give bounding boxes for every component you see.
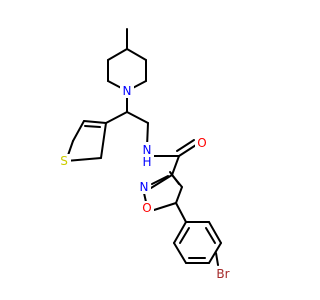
ch-thiophene-bond xyxy=(105,111,128,124)
atom-o-isoxazole: O xyxy=(140,201,154,215)
phenyl-bond xyxy=(179,227,190,244)
piperidine-bond xyxy=(107,48,128,61)
svg-text:N: N xyxy=(143,143,152,157)
carbonyl-bond xyxy=(176,139,195,152)
svg-text:O: O xyxy=(197,136,206,150)
isoxazole-bond xyxy=(153,202,177,211)
isoxazole-bond xyxy=(169,171,180,185)
c-isoxazole-bond xyxy=(171,155,180,176)
isoxazole-bond xyxy=(151,175,169,185)
carbonyl-bond xyxy=(178,144,197,157)
isoxazole-bond xyxy=(150,174,173,189)
atom-n-isoxazole: N xyxy=(137,180,151,194)
phenyl-bond xyxy=(208,221,222,244)
isoxazole-bond xyxy=(175,186,183,204)
piperidine-bond xyxy=(126,48,147,61)
thiophene-bond xyxy=(100,122,107,159)
c-br-bond xyxy=(215,252,219,266)
svg-text:N: N xyxy=(140,180,149,194)
svg-text:H: H xyxy=(142,155,151,169)
molecule-structure: N S N H O N O Br xyxy=(57,28,234,281)
atom-o-carbonyl: O xyxy=(195,136,209,150)
atom-nh-amide: N H xyxy=(140,142,154,170)
thiophene-bond xyxy=(83,120,107,124)
ch-ch2-bond xyxy=(126,111,149,124)
isoxazole-bond xyxy=(143,192,147,203)
svg-text:Br: Br xyxy=(216,267,229,281)
phenyl-bond xyxy=(205,227,216,244)
bond-layer xyxy=(65,28,222,266)
phenyl-bond xyxy=(173,242,187,264)
atom-bromine: Br xyxy=(212,267,234,281)
thiophene-bond xyxy=(84,125,101,128)
atom-layer: N S N H O N O Br xyxy=(57,84,234,281)
thiophene-bond xyxy=(72,120,85,142)
svg-text:O: O xyxy=(142,201,151,215)
atom-s-thiophene: S xyxy=(57,154,71,168)
isoxazole-phenyl-bond xyxy=(175,202,187,223)
thiophene-bond xyxy=(65,157,102,162)
svg-text:N: N xyxy=(123,84,132,98)
svg-text:S: S xyxy=(60,154,68,168)
atom-n-piperidine: N xyxy=(120,84,134,98)
phenyl-bond xyxy=(173,221,187,244)
